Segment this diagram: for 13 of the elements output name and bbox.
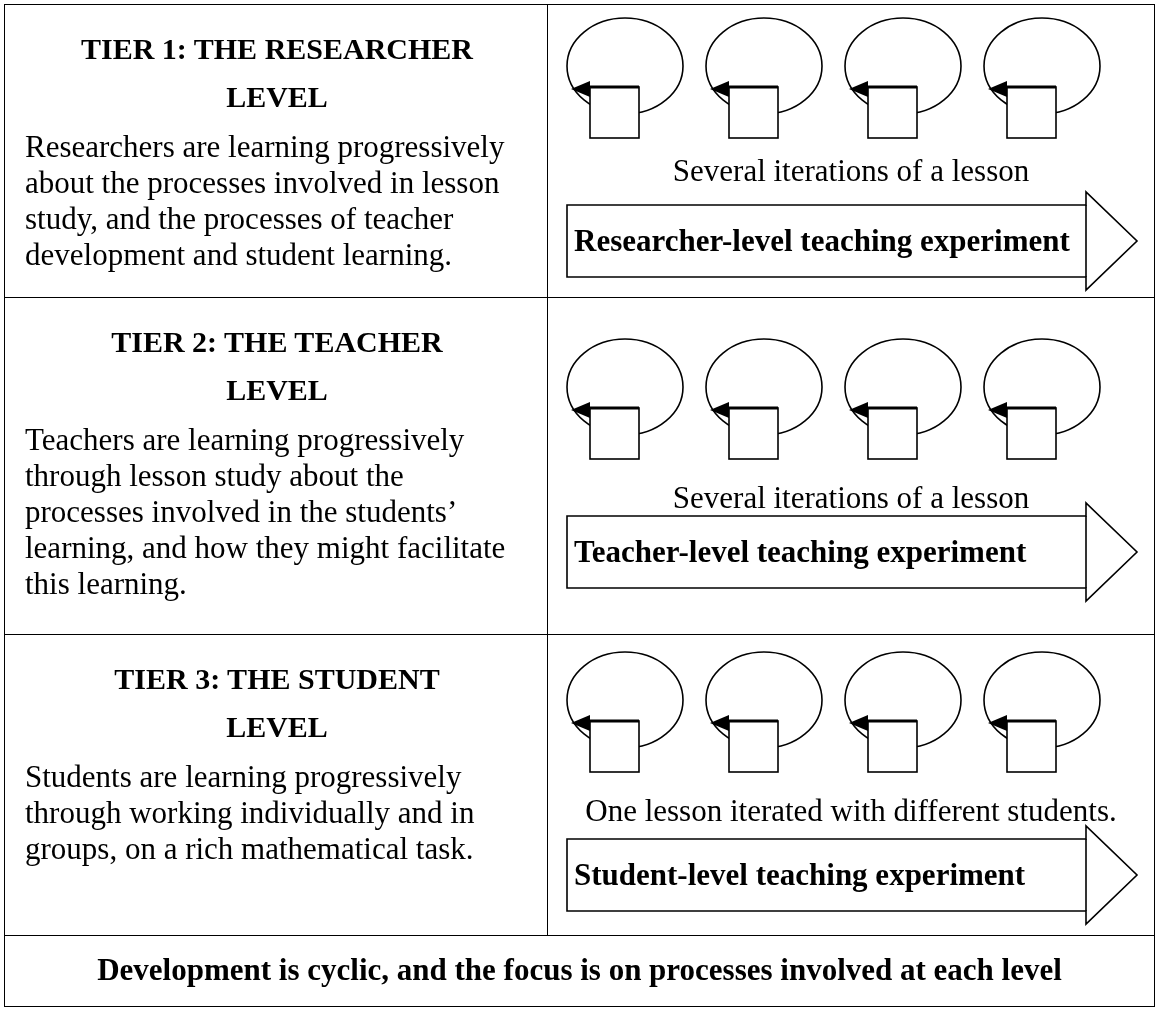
arrow-label: Teacher-level teaching experiment <box>574 534 1027 570</box>
tier-heading: TIER 3: THE STUDENT LEVEL <box>113 661 441 745</box>
tier-heading: TIER 2: THE TEACHER LEVEL <box>110 324 444 408</box>
arrow-label: Researcher-level teaching experiment <box>574 223 1070 259</box>
tier-description: Researchers are learning progressively about the processes involved in lesson study, and the processes of teacher development and student learning. <box>25 129 506 273</box>
iteration-note: Several iterations of a lesson <box>671 153 1031 189</box>
summary-text: Development is cyclic, and the focus is on processes involved at each level <box>97 952 1062 988</box>
iteration-note: Several iterations of a lesson <box>671 480 1031 516</box>
tier-heading: TIER 1: THE RESEARCHER LEVEL <box>79 31 475 115</box>
tier-description: Students are learning progressively through working individually and in groups, on a rich mathematical task. <box>25 759 476 867</box>
arrow-label: Student-level teaching experiment <box>574 857 1026 893</box>
iteration-note: One lesson iterated with different students. <box>584 793 1118 829</box>
tier-description: Teachers are learning progressively through lesson study about the processes involved in the students’ learning, and how they might facilitate this learning. <box>25 422 507 602</box>
